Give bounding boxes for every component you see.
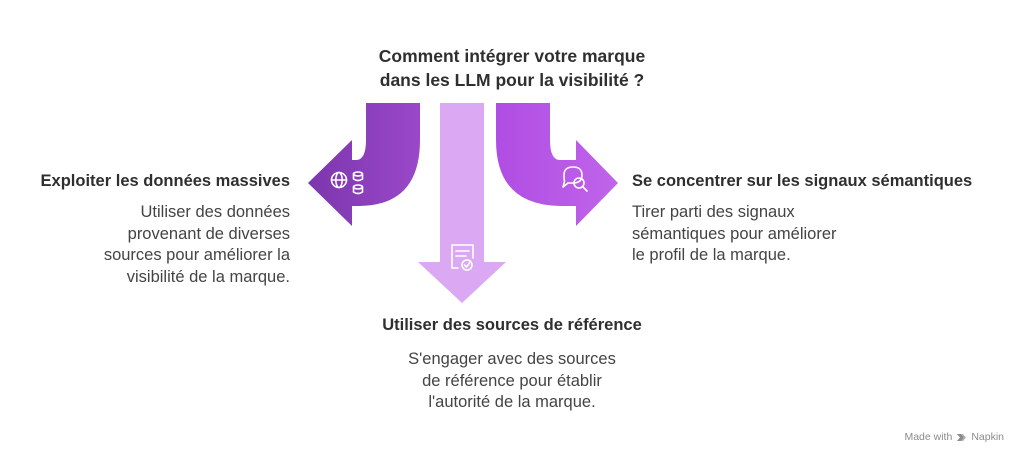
watermark-prefix: Made with xyxy=(904,431,953,443)
left-description-line: Utiliser des données xyxy=(140,203,291,221)
bottom-description-line: de référence pour établir xyxy=(422,371,602,390)
left-branch-description: Utiliser des données provenant de divers… xyxy=(104,202,290,288)
bottom-description-line: l'autorité de la marque. xyxy=(428,393,596,411)
right-description-line: le profil de la marque. xyxy=(632,246,791,264)
left-description-line: provenant de diverses xyxy=(127,224,290,243)
search-chat-icon xyxy=(562,166,588,192)
right-description-line: sémantiques pour améliorer xyxy=(632,224,837,243)
bottom-branch-heading: Utiliser des sources de référence xyxy=(382,316,642,334)
left-branch-heading: Exploiter les données massives xyxy=(40,172,290,190)
napkin-watermark[interactable]: Made with Napkin xyxy=(904,431,1004,443)
diagram-title: Comment intégrer votre marque dans les L… xyxy=(262,44,762,92)
left-description-line: visibilité de la marque. xyxy=(126,267,290,286)
napkin-logo-icon xyxy=(957,433,967,441)
title-line-1: Comment intégrer votre marque xyxy=(378,46,646,66)
left-description-line: sources pour améliorer la xyxy=(103,246,290,264)
right-arrow xyxy=(496,103,618,226)
down-arrow xyxy=(418,103,506,303)
certificate-icon xyxy=(451,244,474,271)
bottom-branch-description: S'engager avec des sources de référence … xyxy=(262,349,762,414)
right-description-line: Tirer parti des signaux xyxy=(632,203,795,221)
title-line-2: dans les LLM pour la visibilité ? xyxy=(379,70,645,90)
globe-database-icon xyxy=(330,171,364,195)
watermark-brand: Napkin xyxy=(971,431,1004,443)
right-branch-description: Tirer parti des signaux sémantiques pour… xyxy=(632,202,837,267)
left-arrow xyxy=(308,103,420,226)
right-branch-heading: Se concentrer sur les signaux sémantique… xyxy=(632,172,973,190)
bottom-description-line: S'engager avec des sources xyxy=(408,350,616,368)
